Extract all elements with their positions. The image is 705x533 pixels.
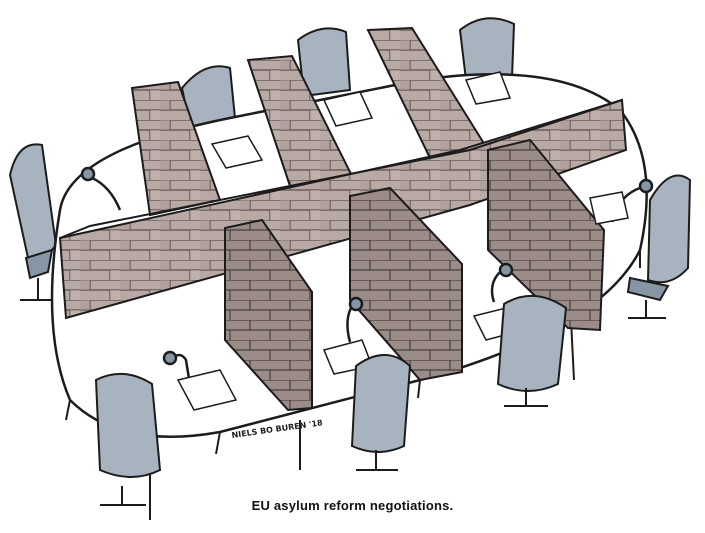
brick-wall-back <box>130 26 490 217</box>
cartoon-caption: EU asylum reform negotiations. <box>251 498 454 513</box>
brick-wall-long <box>58 98 628 320</box>
microphone-3 <box>490 262 514 303</box>
microphone-4 <box>80 166 122 211</box>
office-chair-right <box>626 174 692 319</box>
microphone-1 <box>162 350 192 386</box>
office-chair-front-left <box>94 373 162 506</box>
office-chair-back-2 <box>296 27 352 98</box>
office-chair-left <box>8 143 58 301</box>
office-chair-front-right <box>496 294 568 407</box>
office-chair-front-middle <box>350 354 412 471</box>
brick-wall-front <box>224 138 606 412</box>
office-chair-back-3 <box>458 17 516 82</box>
microphone-2 <box>346 296 364 343</box>
